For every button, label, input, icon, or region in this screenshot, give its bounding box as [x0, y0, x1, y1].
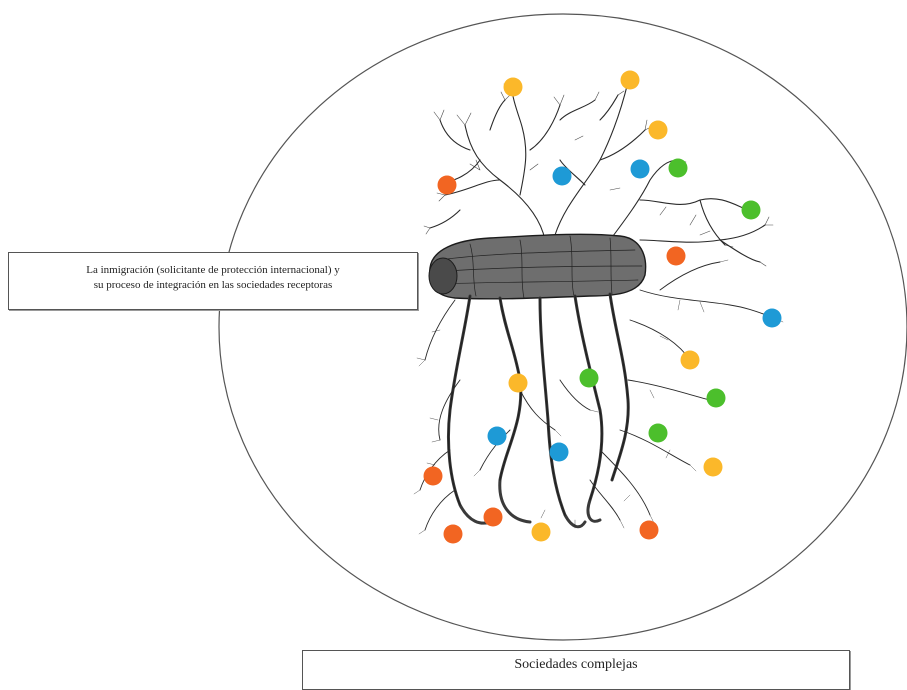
dot-yellow	[680, 350, 700, 370]
dot-orange	[423, 466, 443, 486]
dot-green	[706, 388, 726, 408]
dot-orange	[483, 507, 503, 527]
dot-green	[648, 423, 668, 443]
dot-orange	[437, 175, 457, 195]
dot-yellow	[648, 120, 668, 140]
dot-orange	[666, 246, 686, 266]
dot-orange	[639, 520, 659, 540]
dot-yellow	[620, 70, 640, 90]
root-illustration	[413, 75, 784, 535]
dot-green	[668, 158, 688, 178]
dot-yellow	[503, 77, 523, 97]
dot-green	[579, 368, 599, 388]
society-label: Sociedades complejas	[514, 657, 638, 672]
dot-blue	[552, 166, 572, 186]
colored-dots	[423, 70, 782, 544]
society-circle	[218, 13, 907, 641]
dot-blue	[487, 426, 507, 446]
dot-blue	[762, 308, 782, 328]
immigration-label-line-1: La inmigración (solicitante de protecció…	[86, 264, 340, 276]
immigration-label-box: La inmigración (solicitante de protecció…	[8, 252, 418, 310]
dot-yellow	[531, 522, 551, 542]
immigration-label-line-2: su proceso de integración en las socieda…	[93, 279, 333, 291]
dot-blue	[630, 159, 650, 179]
dot-yellow	[703, 457, 723, 477]
dot-blue	[549, 442, 569, 462]
dot-green	[741, 200, 761, 220]
dot-orange	[443, 524, 463, 544]
society-label-box: Sociedades complejas	[302, 650, 850, 690]
dot-yellow	[508, 373, 528, 393]
